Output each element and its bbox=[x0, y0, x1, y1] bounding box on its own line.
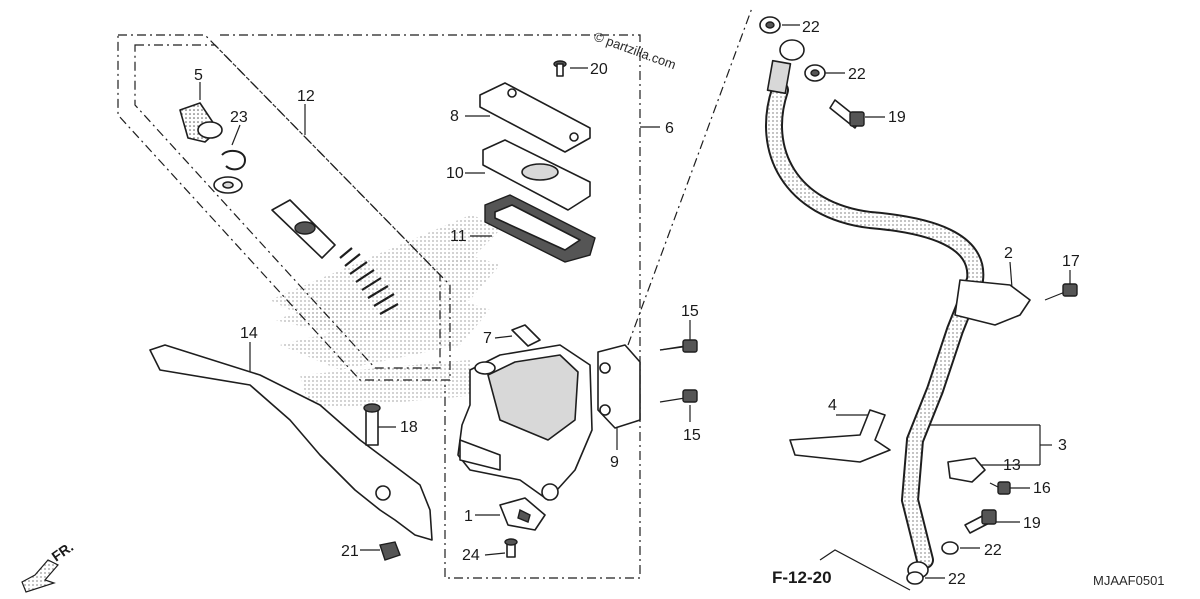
callout-7: 7 bbox=[483, 330, 492, 347]
master-cylinder-body bbox=[457, 344, 593, 501]
callout-5: 5 bbox=[194, 67, 203, 84]
diaphragm bbox=[484, 194, 596, 263]
direction-label: FR. bbox=[49, 538, 77, 564]
callout-17: 17 bbox=[1062, 253, 1080, 270]
callout-13: 13 bbox=[1003, 457, 1021, 474]
callout-14: 14 bbox=[240, 325, 258, 342]
callout-12: 12 bbox=[297, 88, 315, 105]
washer-22-b bbox=[804, 64, 826, 82]
switch-1 bbox=[499, 497, 546, 531]
callout-20: 20 bbox=[590, 61, 608, 78]
bracket-7 bbox=[511, 324, 541, 347]
callout-22-d: 22 bbox=[948, 571, 966, 588]
screw-24 bbox=[504, 538, 518, 558]
callout-24: 24 bbox=[462, 547, 480, 564]
clamp-13 bbox=[947, 457, 986, 483]
front-direction-arrow bbox=[21, 559, 59, 593]
callout-1: 1 bbox=[464, 508, 473, 525]
callout-15-lower: 15 bbox=[683, 427, 701, 444]
callout-9: 9 bbox=[610, 454, 619, 471]
callout-6: 6 bbox=[665, 120, 674, 137]
pivot-bolt-18 bbox=[363, 403, 381, 446]
bolt-17 bbox=[1044, 283, 1078, 301]
nut-21 bbox=[379, 541, 401, 561]
screw-20 bbox=[553, 60, 567, 77]
callout-labels: 5 12 23 8 20 6 10 11 7 15 9 15 14 18 1 2… bbox=[194, 19, 1080, 588]
callout-15-upper: 15 bbox=[681, 303, 699, 320]
washer-22-d bbox=[906, 571, 924, 585]
callout-22-b: 22 bbox=[848, 66, 866, 83]
bolt-19-upper bbox=[829, 99, 865, 129]
reference-label: F-12-20 bbox=[772, 568, 832, 587]
bracket-4 bbox=[789, 409, 891, 463]
washer-22-c bbox=[941, 541, 959, 555]
cap-plate bbox=[482, 139, 591, 211]
lever-14 bbox=[149, 344, 433, 541]
callout-19-lower: 19 bbox=[1023, 515, 1041, 532]
callout-19-upper: 19 bbox=[888, 109, 906, 126]
washer bbox=[213, 176, 243, 194]
holder-9 bbox=[597, 344, 641, 429]
callout-8: 8 bbox=[450, 108, 459, 125]
callout-22-c: 22 bbox=[984, 542, 1002, 559]
callout-11: 11 bbox=[450, 228, 467, 245]
callout-22-a: 22 bbox=[802, 19, 820, 36]
assembly-boundary bbox=[117, 34, 641, 579]
callout-16: 16 bbox=[1033, 480, 1051, 497]
boot-5 bbox=[179, 102, 223, 143]
bolt-19-lower bbox=[964, 509, 997, 534]
spring bbox=[339, 247, 399, 315]
brake-hose-3 bbox=[765, 39, 985, 579]
callout-3: 3 bbox=[1058, 437, 1067, 454]
callout-10: 10 bbox=[446, 165, 464, 182]
bolt-16 bbox=[989, 481, 1011, 495]
figure-code: MJAAF0501 bbox=[1093, 573, 1165, 588]
reservoir-cap bbox=[479, 82, 591, 153]
bolt-15-upper bbox=[659, 339, 698, 353]
leader-lines bbox=[199, 7, 1071, 591]
callout-21: 21 bbox=[341, 543, 359, 560]
circlip-23 bbox=[221, 149, 247, 171]
clamp-2 bbox=[954, 279, 1031, 326]
callout-4: 4 bbox=[828, 397, 837, 414]
washer-22-a bbox=[759, 16, 781, 34]
callout-23: 23 bbox=[230, 109, 248, 126]
callout-2: 2 bbox=[1004, 245, 1013, 262]
piston bbox=[271, 199, 336, 259]
bolt-15-lower bbox=[659, 389, 698, 403]
callout-18: 18 bbox=[400, 419, 418, 436]
